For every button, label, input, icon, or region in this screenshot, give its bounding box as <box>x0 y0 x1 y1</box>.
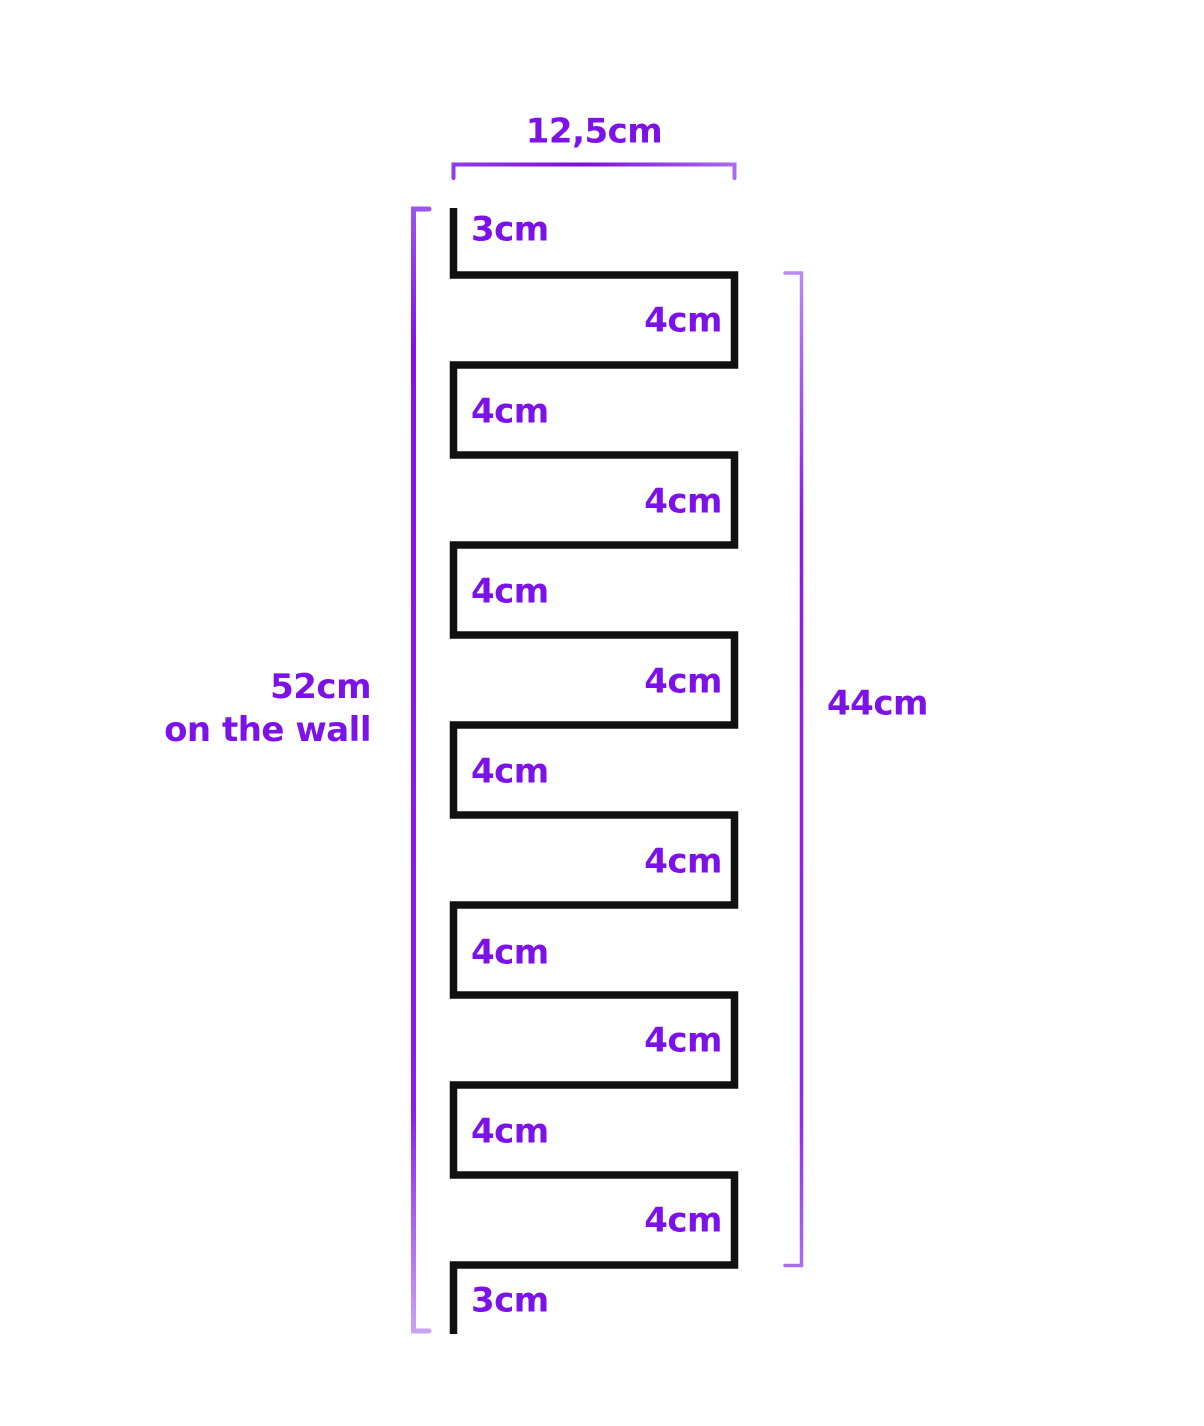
top-width-bracket <box>451 162 737 180</box>
strip-length-bracket <box>783 271 804 1268</box>
segment-label: 4cm <box>644 661 722 702</box>
wall-height-label: 52cm on the wall <box>164 666 371 752</box>
wall-height-bracket <box>411 206 432 1334</box>
segment-label: 3cm <box>471 209 549 250</box>
strip-length-label: 44cm <box>827 683 928 724</box>
segment-label: 3cm <box>471 1280 549 1321</box>
segment-label: 4cm <box>471 391 549 432</box>
segment-label: 4cm <box>644 841 722 882</box>
segment-label: 4cm <box>471 751 549 792</box>
wall-height-label-line1: 52cm <box>270 667 371 707</box>
serpentine-strip-path <box>449 208 739 1334</box>
segment-label: 4cm <box>471 932 549 973</box>
segment-label: 4cm <box>644 1020 722 1061</box>
segment-label: 4cm <box>644 481 722 522</box>
top-width-label: 12,5cm <box>525 111 663 152</box>
wall-height-label-line2: on the wall <box>164 710 371 750</box>
segment-label: 4cm <box>644 300 722 341</box>
segment-label: 4cm <box>644 1200 722 1241</box>
segment-label: 4cm <box>471 571 549 612</box>
segment-label: 4cm <box>471 1111 549 1152</box>
